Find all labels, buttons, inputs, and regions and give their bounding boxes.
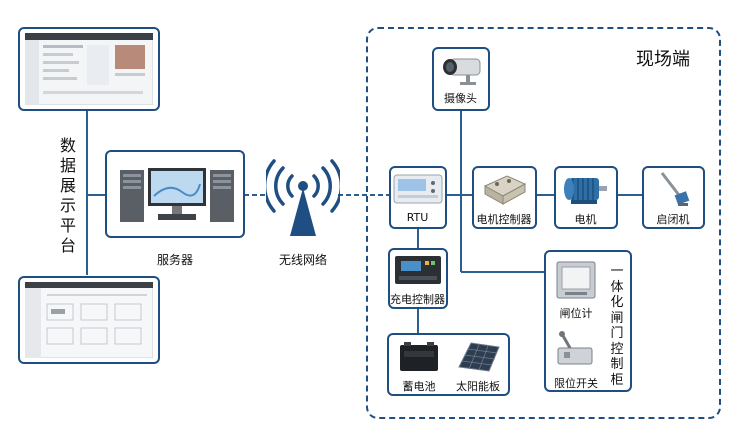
rtu-device-icon	[393, 174, 443, 204]
camera-box[interactable]: 摄像头	[432, 47, 490, 111]
server-box[interactable]	[105, 150, 245, 238]
motor-controller-label: 电机控制器	[476, 213, 532, 226]
solar-panel-label: 太阳能板	[456, 380, 500, 393]
gate-cabinet-box[interactable]: 闸位计 限位开关 一体化闸门控制柜	[544, 250, 632, 392]
rtu-label: RTU	[406, 211, 429, 224]
power-supply-box: 蓄电池 太阳能板	[387, 333, 510, 396]
app-screenshot-image	[25, 282, 153, 358]
motor-icon	[564, 178, 607, 204]
data-platform-label: 数据展示平台	[58, 136, 78, 256]
gate-meter-label: 闸位计	[559, 307, 593, 320]
gate-cabinet-label: 一体化闸门控制柜	[610, 264, 624, 388]
solar-panel-icon	[458, 342, 500, 372]
wireless-tower-icon	[266, 159, 340, 236]
battery-label: 蓄电池	[402, 380, 436, 393]
hoist-icon	[660, 172, 690, 206]
motor-box[interactable]: 电机	[554, 166, 618, 229]
hoist-label: 启闭机	[656, 213, 690, 226]
battery-icon	[400, 342, 438, 371]
gate-meter-icon	[556, 261, 596, 299]
platform-screen-top	[18, 27, 160, 111]
hoist-box[interactable]: 启闭机	[642, 166, 705, 229]
motor-label: 电机	[574, 213, 597, 226]
limit-switch-icon	[557, 331, 593, 365]
camera-label: 摄像头	[444, 92, 477, 105]
wireless-label: 无线网络	[278, 253, 327, 267]
field-site-frame	[366, 27, 721, 419]
charge-controller-label: 充电控制器	[390, 293, 445, 306]
camera-icon	[443, 58, 481, 85]
dashboard-screenshot-image	[25, 33, 153, 105]
platform-screen-bottom	[18, 276, 160, 364]
rtu-box[interactable]: RTU	[389, 166, 447, 229]
charge-controller-icon	[395, 256, 441, 284]
limit-switch-label: 限位开关	[554, 377, 598, 390]
server-label: 服务器	[156, 253, 193, 267]
charge-controller-box[interactable]: 充电控制器	[388, 248, 448, 309]
field-site-title: 现场端	[636, 49, 690, 70]
motor-controller-icon	[483, 175, 527, 205]
motor-controller-box[interactable]: 电机控制器	[472, 166, 537, 229]
server-icon	[120, 168, 234, 222]
